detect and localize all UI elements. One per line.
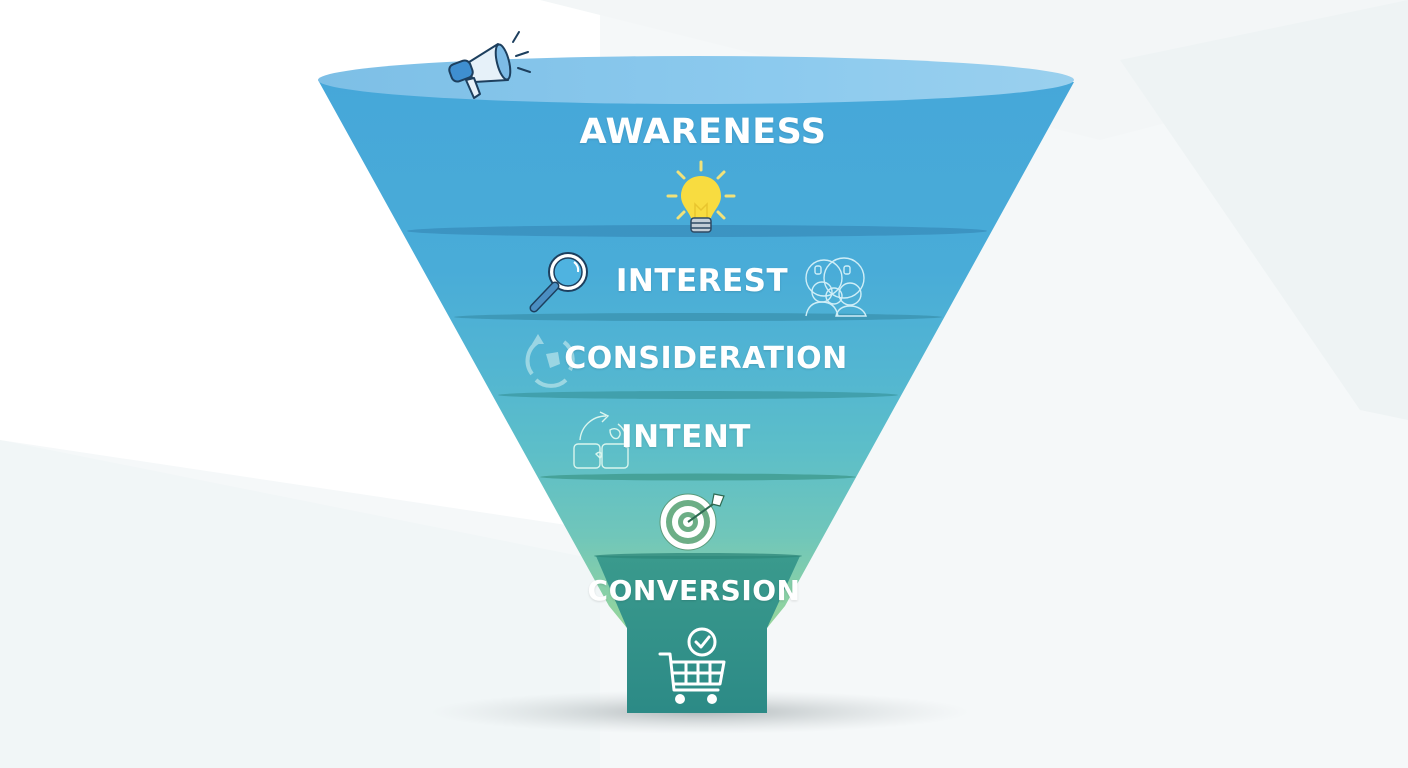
funnel-rim (318, 56, 1074, 104)
stage-label-awareness: AWARENESS (579, 112, 827, 152)
people-group-icon (805, 257, 867, 317)
stage-label-intent: INTENT (621, 419, 751, 455)
magnifying-glass-icon (529, 252, 588, 313)
puzzle-cycle-icon (573, 411, 629, 469)
band-divider (454, 313, 942, 321)
stage-label-consideration: CONSIDERATION (564, 341, 848, 376)
band-divider (498, 391, 898, 399)
band-divider (540, 473, 856, 481)
band-divider (594, 553, 802, 559)
stage-label-conversion: CONVERSION (587, 574, 801, 607)
lightbulb-icon (666, 160, 736, 233)
megaphone-icon (448, 31, 531, 99)
target-arrow-icon (659, 493, 725, 551)
cycle-arrows-icon (525, 334, 575, 388)
shopping-cart-check-icon (658, 627, 726, 704)
stage-label-interest: INTEREST (615, 263, 789, 299)
